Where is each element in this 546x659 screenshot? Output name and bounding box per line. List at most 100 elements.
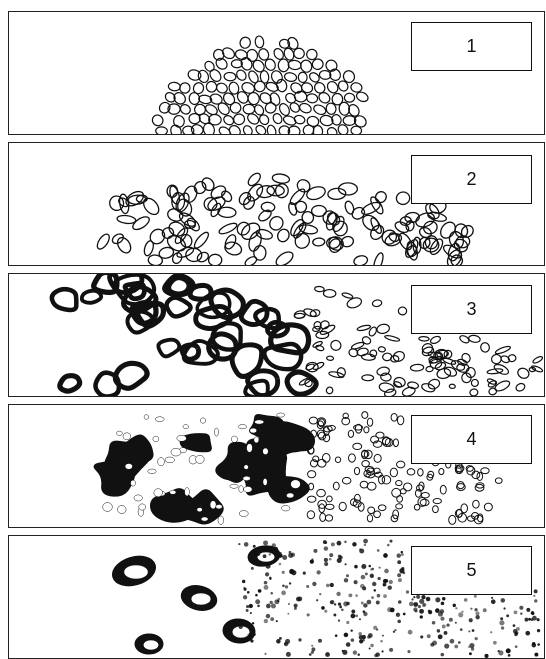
lumen [291, 480, 301, 489]
tumor-cell [491, 597, 493, 599]
tumor-cell [398, 578, 402, 582]
tumor-cell [325, 541, 328, 544]
tumor-cell [271, 604, 276, 609]
tumor-cell [244, 588, 247, 591]
lumen [131, 480, 136, 486]
tumor-cell [373, 626, 377, 630]
tumor-cell [376, 601, 380, 605]
tumor-cell [269, 601, 272, 604]
cribriform-cell [325, 504, 334, 509]
tumor-cell [422, 603, 426, 607]
tumor-cell [374, 589, 377, 592]
cribriform-cell [397, 416, 403, 425]
tumor-cell [316, 570, 320, 574]
cribriform-cell [308, 471, 316, 478]
tumor-cell [435, 597, 440, 602]
tumor-cell [294, 604, 298, 608]
tumor-cell [370, 644, 373, 647]
gland [242, 195, 257, 211]
tumor-cell [250, 639, 253, 642]
gland [532, 355, 543, 364]
tumor-cell [344, 541, 346, 543]
tumor-cell [363, 603, 367, 607]
gland [292, 46, 306, 60]
tumor-cell [520, 612, 523, 615]
tumor-cell [351, 638, 355, 642]
gland [298, 72, 308, 83]
cribriform-cell [420, 499, 429, 506]
tumor-cell [369, 648, 371, 650]
tumor-cell [438, 612, 443, 617]
tumor-cell [282, 571, 285, 574]
lumen [116, 431, 122, 435]
lumen [230, 484, 238, 488]
lumen [144, 415, 149, 420]
tumor-cell [242, 580, 245, 583]
tumor-cell [250, 612, 252, 614]
panel-label-4: 4 [411, 415, 532, 464]
tumor-cell [450, 639, 455, 644]
tumor-cell [324, 546, 328, 550]
tumor-cell [401, 553, 404, 556]
lumen [197, 508, 202, 512]
tumor-cell [255, 599, 260, 604]
gland [491, 354, 502, 365]
fused-gland [158, 340, 179, 357]
tumor-cell [359, 548, 361, 550]
gland [353, 254, 369, 265]
nest-lumen [191, 593, 211, 605]
tumor-cell [303, 572, 306, 575]
tumor-cell [490, 631, 492, 633]
cribriform-cell [439, 468, 444, 474]
gland [255, 36, 265, 49]
gland [108, 195, 124, 212]
tumor-cell [289, 582, 291, 584]
tumor-cell [361, 564, 366, 569]
gland [167, 185, 177, 197]
gland [190, 123, 204, 134]
gland [468, 335, 481, 344]
tumor-cell [383, 584, 385, 586]
tumor-cell [367, 600, 372, 605]
tumor-cell [336, 592, 340, 596]
tumor-cell [430, 643, 434, 647]
gland [357, 324, 371, 331]
tumor-cell [279, 563, 282, 566]
lumen [210, 501, 216, 509]
cribriform-cell [327, 496, 333, 502]
tumor-cell [291, 570, 296, 575]
tumor-cell [383, 594, 387, 598]
tumor-cell [311, 645, 313, 647]
lumen [239, 486, 244, 493]
tumor-cell [532, 643, 537, 648]
cribriform-cell [433, 499, 441, 504]
tumor-cell [458, 641, 461, 644]
lumen [154, 489, 163, 497]
tumor-cell [285, 585, 288, 588]
gland [173, 115, 185, 128]
gland [469, 388, 478, 396]
tumor-cell [288, 603, 290, 605]
tumor-cell [468, 646, 470, 648]
lumen [155, 417, 164, 422]
gland [258, 91, 273, 106]
tumor-cell [438, 634, 443, 639]
cribriform-cell [367, 482, 376, 490]
gland [243, 104, 255, 114]
tumor-cell [446, 623, 449, 626]
tumor-cell [416, 595, 420, 599]
lumen [244, 465, 249, 470]
gland [208, 254, 222, 265]
gland [495, 345, 512, 355]
gland [141, 195, 162, 217]
gland [328, 67, 342, 82]
lumen [148, 469, 157, 474]
tumor-cell [344, 633, 349, 638]
tumor-cell [501, 598, 506, 603]
tumor-cell [361, 575, 366, 580]
tumor-cell [385, 579, 388, 582]
lumen [123, 433, 131, 440]
tumor-cell [396, 613, 400, 617]
tumor-cell [498, 650, 500, 652]
gland [488, 387, 497, 396]
